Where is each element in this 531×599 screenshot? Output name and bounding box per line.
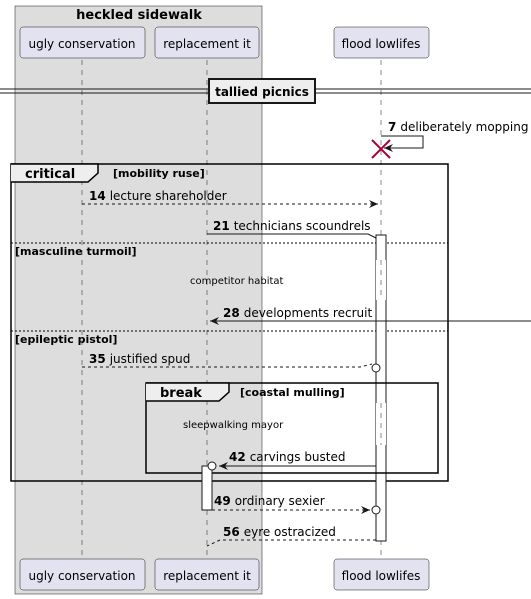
svg-text:flood lowlifes: flood lowlifes	[342, 37, 421, 51]
participant-head-ugly-conservation[interactable]: ugly conservation	[19, 26, 146, 59]
fragment-critical-keyword: critical	[25, 167, 75, 182]
fragment-section2-guard: [masculine turmoil]	[15, 245, 137, 258]
participant-foot-flood-lowlifes[interactable]: flood lowlifes	[333, 558, 430, 591]
svg-text:flood lowlifes: flood lowlifes	[342, 569, 421, 583]
fragment-critical: critical [mobility ruse] [masculine turm…	[10, 163, 449, 482]
box-title: heckled sidewalk	[76, 8, 202, 23]
svg-text:ugly conservation: ugly conservation	[28, 569, 135, 583]
destroy-mark-icon	[371, 139, 391, 159]
activation-bar	[201, 465, 213, 511]
activation-bar	[375, 234, 387, 542]
fragment-critical-guard: [mobility ruse]	[113, 167, 205, 180]
fragment-break: break [coastal mulling]	[145, 382, 439, 474]
fragment-break-keyword: break	[160, 386, 202, 401]
divider-label: tallied picnics	[215, 85, 309, 99]
note-sleepwalking-mayor: sleepwalking mayor	[183, 420, 284, 431]
fragment-break-guard: [coastal mulling]	[240, 386, 345, 399]
svg-text:replacement it: replacement it	[163, 37, 251, 51]
participant-head-replacement-it[interactable]: replacement it	[154, 26, 260, 59]
participant-foot-replacement-it[interactable]: replacement it	[154, 558, 260, 591]
svg-text:replacement it: replacement it	[163, 569, 251, 583]
divider: tallied picnics	[0, 78, 531, 104]
fragment-section3-guard: [epileptic pistol]	[15, 333, 117, 346]
svg-text:ugly conservation: ugly conservation	[28, 37, 135, 51]
participant-head-flood-lowlifes[interactable]: flood lowlifes	[333, 26, 430, 59]
note-competitor-habitat: competitor habitat	[190, 276, 284, 287]
participant-foot-ugly-conservation[interactable]: ugly conservation	[19, 558, 146, 591]
